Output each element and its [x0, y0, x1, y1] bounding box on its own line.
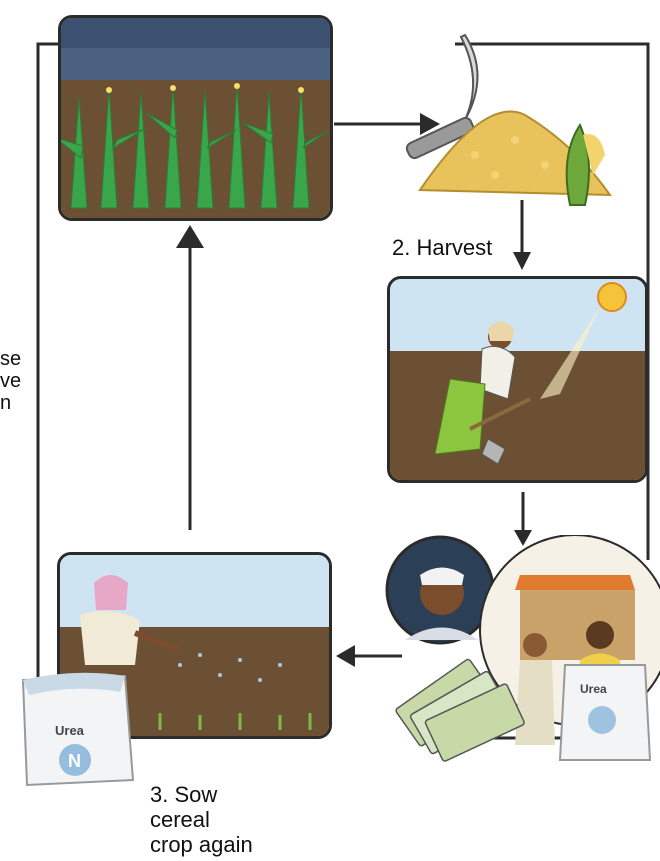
hoeing-panel	[387, 276, 648, 483]
arrow-icon	[420, 113, 440, 135]
left-cropped-text-1: se	[0, 348, 22, 370]
left-cropped-text-3: n	[0, 392, 12, 414]
arrow-icon	[176, 225, 204, 248]
arrow-icon	[513, 252, 531, 270]
harvest-illustration	[405, 33, 612, 206]
left-cropped-text-2: ve	[0, 370, 22, 392]
sun-icon	[540, 282, 627, 399]
left-bag-text: Urea	[55, 723, 85, 738]
crop-field-panel	[58, 15, 333, 221]
arrow-icon	[514, 530, 532, 546]
sow-label-line-3: crop again	[150, 832, 253, 857]
sickle-icon	[405, 33, 479, 160]
market-illustration: Urea	[385, 535, 660, 762]
urea-bag-icon: Urea N	[21, 672, 135, 787]
right-bag-text: Urea	[580, 682, 607, 696]
left-cropped-text: se ve n	[0, 348, 21, 414]
harvest-label: 2. Harvest	[392, 235, 493, 260]
hoe-icon	[469, 397, 531, 465]
sow-label-line-2: cereal	[150, 807, 210, 832]
urea-bag-icon: Urea	[558, 664, 652, 761]
arrow-icon	[336, 645, 355, 667]
sow-label: 3. Sow cereal crop again	[150, 782, 253, 857]
sow-label-line-1: 3. Sow	[150, 782, 218, 807]
banknote-icon	[395, 658, 525, 762]
left-bag-symbol: N	[68, 751, 81, 771]
